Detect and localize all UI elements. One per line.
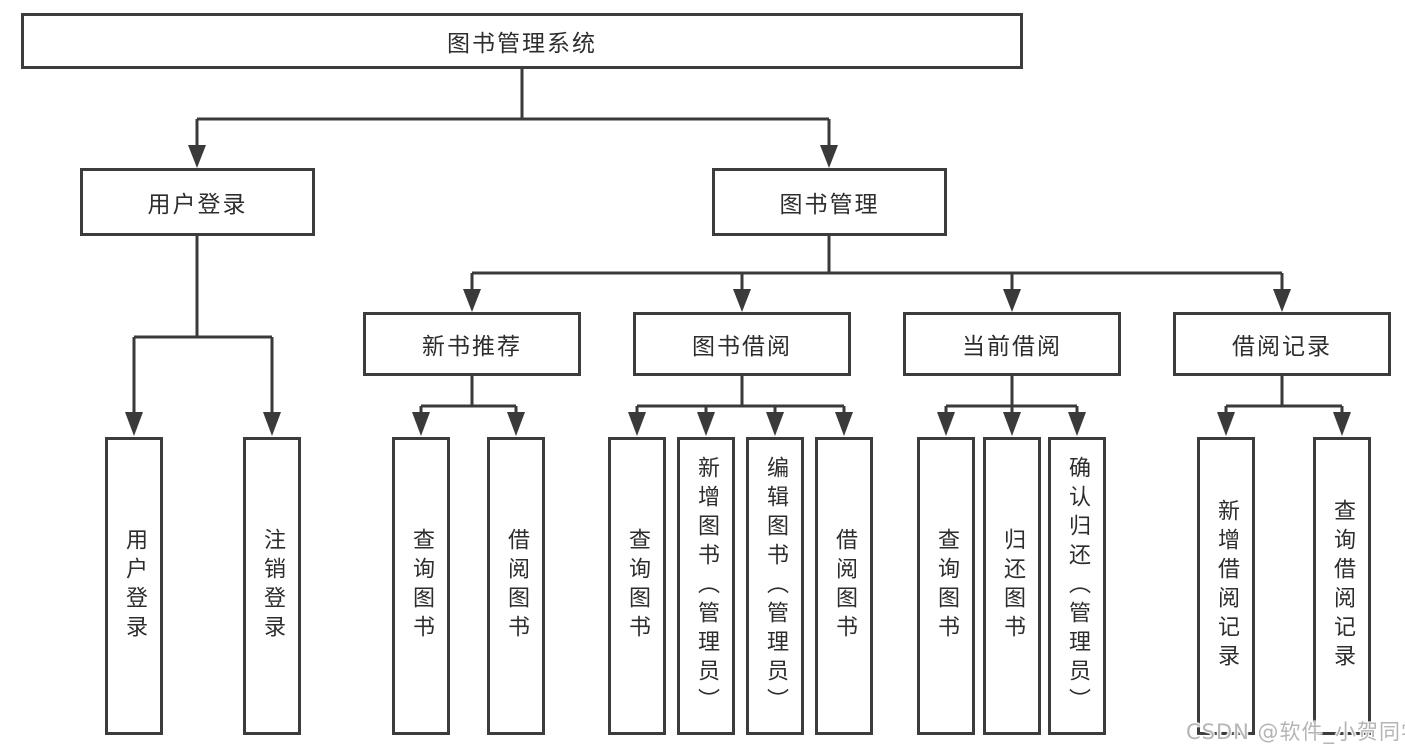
leaf-label: 注销登录	[260, 528, 285, 644]
leaf-current-return-books: 归还图书	[983, 437, 1041, 735]
node-label: 图书借阅	[692, 334, 792, 360]
leaf-borrow-edit-books-admin: 编辑图书（管理员）	[746, 437, 804, 735]
leaf-label: 查询图书	[934, 528, 959, 644]
leaf-label: 新增借阅记录	[1214, 499, 1239, 673]
node-user-login: 用户登录	[80, 168, 315, 236]
node-label: 当前借阅	[962, 334, 1062, 360]
leaf-logout: 注销登录	[243, 437, 301, 735]
node-label: 新书推荐	[422, 334, 522, 360]
csdn-watermark: CSDN @软件_小贺同学	[1186, 720, 1405, 744]
node-book-management: 图书管理	[712, 168, 947, 236]
leaf-label: 借阅图书	[504, 528, 529, 644]
node-label: 用户登录	[147, 192, 248, 218]
leaf-current-confirm-return-admin: 确认归还（管理员）	[1048, 437, 1106, 735]
node-book-borrowing: 图书借阅	[633, 312, 851, 376]
leaf-borrow-query-books: 查询图书	[608, 437, 666, 735]
node-borrowing-records: 借阅记录	[1173, 312, 1391, 376]
leaf-label: 归还图书	[1000, 528, 1025, 644]
leaf-label: 编辑图书（管理员）	[763, 455, 788, 717]
leaf-label: 查询图书	[409, 528, 434, 644]
leaf-label: 借阅图书	[832, 528, 857, 644]
node-library-management-system: 图书管理系统	[21, 13, 1023, 69]
leaf-borrow-borrow-books: 借阅图书	[815, 437, 873, 735]
leaf-label: 查询图书	[625, 528, 650, 644]
leaf-recommend-borrow-books: 借阅图书	[487, 437, 545, 735]
leaf-user-login: 用户登录	[105, 437, 163, 735]
leaf-label: 查询借阅记录	[1330, 499, 1355, 673]
leaf-recommend-query-books: 查询图书	[392, 437, 450, 735]
node-label: 图书管理	[779, 192, 880, 218]
leaf-current-query-books: 查询图书	[917, 437, 975, 735]
node-label: 图书管理系统	[447, 31, 597, 57]
node-current-borrowing: 当前借阅	[903, 312, 1121, 376]
node-label: 借阅记录	[1232, 334, 1332, 360]
leaf-records-add-borrow-record: 新增借阅记录	[1197, 437, 1255, 735]
leaf-label: 用户登录	[122, 528, 147, 644]
leaf-records-query-borrow-record: 查询借阅记录	[1313, 437, 1371, 735]
leaf-label: 新增图书（管理员）	[694, 455, 719, 717]
leaf-borrow-add-books-admin: 新增图书（管理员）	[677, 437, 735, 735]
leaf-label: 确认归还（管理员）	[1065, 455, 1090, 717]
node-new-book-recommendation: 新书推荐	[363, 312, 581, 376]
